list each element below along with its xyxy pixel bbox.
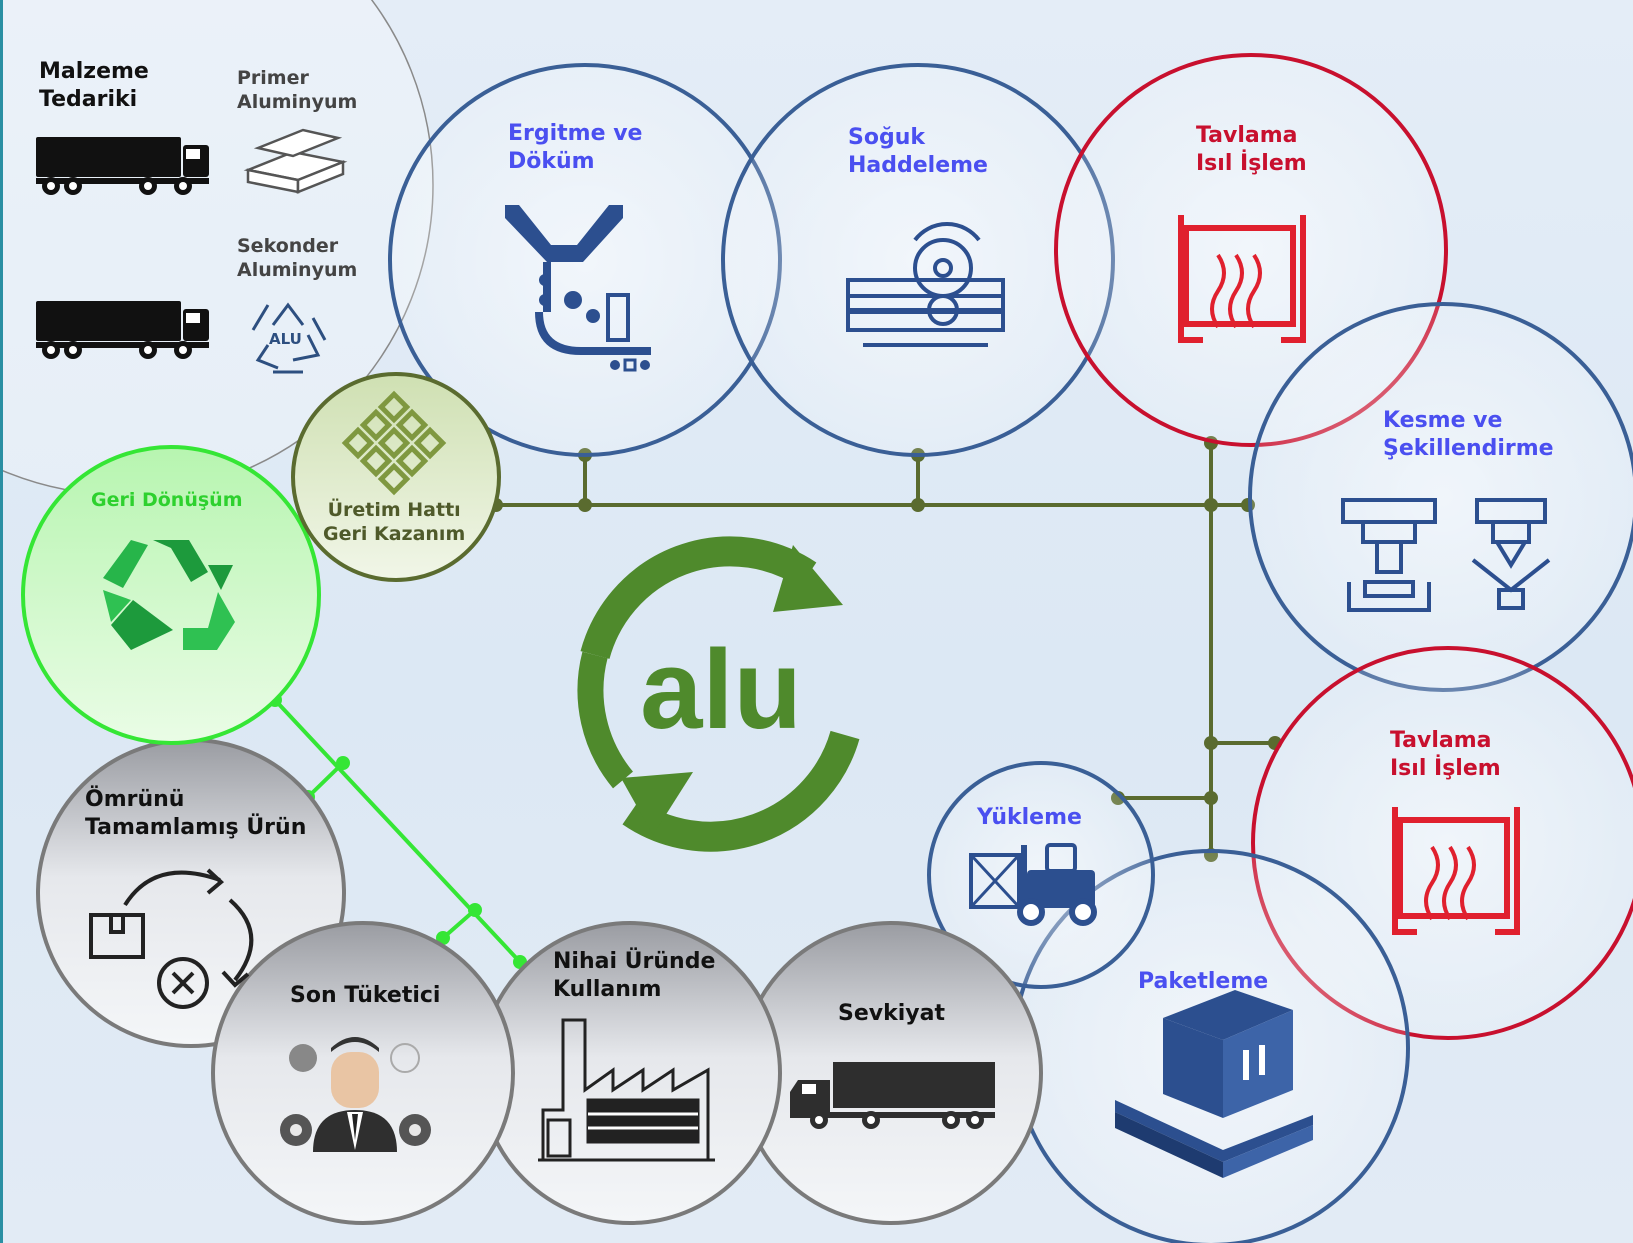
casting-label: Ergitme ve Döküm (508, 120, 642, 176)
recycling-connectors (273, 698, 522, 964)
annealing-right-line2: Isıl İşlem (1390, 756, 1501, 782)
rolling-mill-icon (846, 222, 1005, 347)
alu-logo-text: alu (640, 627, 802, 752)
line-recovery-line1: Üretim Hattı (327, 499, 461, 521)
primary-line2: Aluminyum (237, 91, 358, 114)
cold-rolling-line1: Soğuk (848, 125, 925, 150)
alu-logo-arrows (577, 536, 860, 852)
end-use-label: Nihai Üründe Kullanım (553, 948, 715, 1004)
shipping-label: Sevkiyat (838, 1001, 945, 1026)
truck-icon (36, 137, 209, 195)
supply-title-line2: Tedariki (39, 87, 138, 113)
recycle-alu-badge: ALU (269, 330, 302, 348)
alu-logo-arrowheads (621, 545, 843, 835)
line-recovery-circle (291, 372, 501, 582)
cutting-label: Kesme ve Şekillendirme (1383, 407, 1554, 463)
casting-line1: Ergitme ve (508, 121, 643, 146)
furnace-icon (1178, 215, 1306, 343)
annealing-top-line1: Tavlama (1196, 123, 1298, 148)
secondary-line1: Sekonder (237, 235, 339, 257)
supply-title-line1: Malzeme (39, 59, 149, 84)
recycle-icon (103, 540, 235, 650)
end-use-line2: Kullanım (553, 977, 662, 1003)
recycle-alu-icon (251, 302, 327, 374)
diagram-graphics: alu (3, 0, 1633, 1243)
line-recovery-label: Üretim Hattı Geri Kazanım (323, 498, 465, 547)
businessman-icon (280, 1037, 431, 1152)
diamond-pattern-icon (341, 390, 447, 496)
primary-aluminum-label: Primer Aluminyum (237, 66, 357, 115)
end-use-line1: Nihai Üründe (553, 949, 716, 974)
cutting-line2: Şekillendirme (1383, 436, 1554, 462)
line-recovery-line2: Geri Kazanım (323, 523, 466, 546)
package-pallet-icon (1115, 990, 1313, 1178)
process-connectors (496, 443, 1275, 855)
annealing-right-label: Tavlama Isıl İşlem (1390, 727, 1501, 783)
secondary-line2: Aluminyum (237, 259, 358, 282)
cutting-circle (1248, 302, 1633, 692)
end-of-life-line1: Ömrünü (85, 787, 185, 812)
recycling-circle (21, 445, 321, 745)
shipping-truck-icon (790, 1062, 995, 1129)
cold-rolling-line2: Haddeleme (848, 153, 988, 179)
end-of-life-icon (89, 868, 254, 1009)
packaging-label: Paketleme (1138, 969, 1269, 994)
cold-rolling-label: Soğuk Haddeleme (848, 124, 988, 180)
casting-line2: Döküm (508, 149, 595, 175)
recycling-label: Geri Dönüşüm (91, 489, 243, 511)
furnace-icon (1392, 807, 1520, 935)
press-icon (1341, 498, 1551, 612)
end-of-life-label: Ömrünü Tamamlamış Ürün (85, 786, 306, 842)
casting-icon (505, 205, 651, 372)
annealing-right-line1: Tavlama (1390, 728, 1492, 753)
supply-title: Malzeme Tedariki (39, 58, 149, 114)
truck-icon (36, 301, 209, 359)
forklift-icon (969, 843, 1097, 926)
secondary-aluminum-label: Sekonder Aluminyum (237, 234, 357, 283)
factory-icon (538, 1018, 715, 1162)
annealing-top-line2: Isıl İşlem (1196, 151, 1307, 177)
loading-label: Yükleme (977, 805, 1082, 830)
primary-line1: Primer (237, 67, 309, 89)
end-of-life-line2: Tamamlamış Ürün (85, 815, 307, 841)
cutting-line1: Kesme ve (1383, 408, 1503, 433)
annealing-top-label: Tavlama Isıl İşlem (1196, 122, 1307, 178)
consumer-label: Son Tüketici (290, 983, 441, 1008)
ingot-icon (243, 128, 348, 194)
